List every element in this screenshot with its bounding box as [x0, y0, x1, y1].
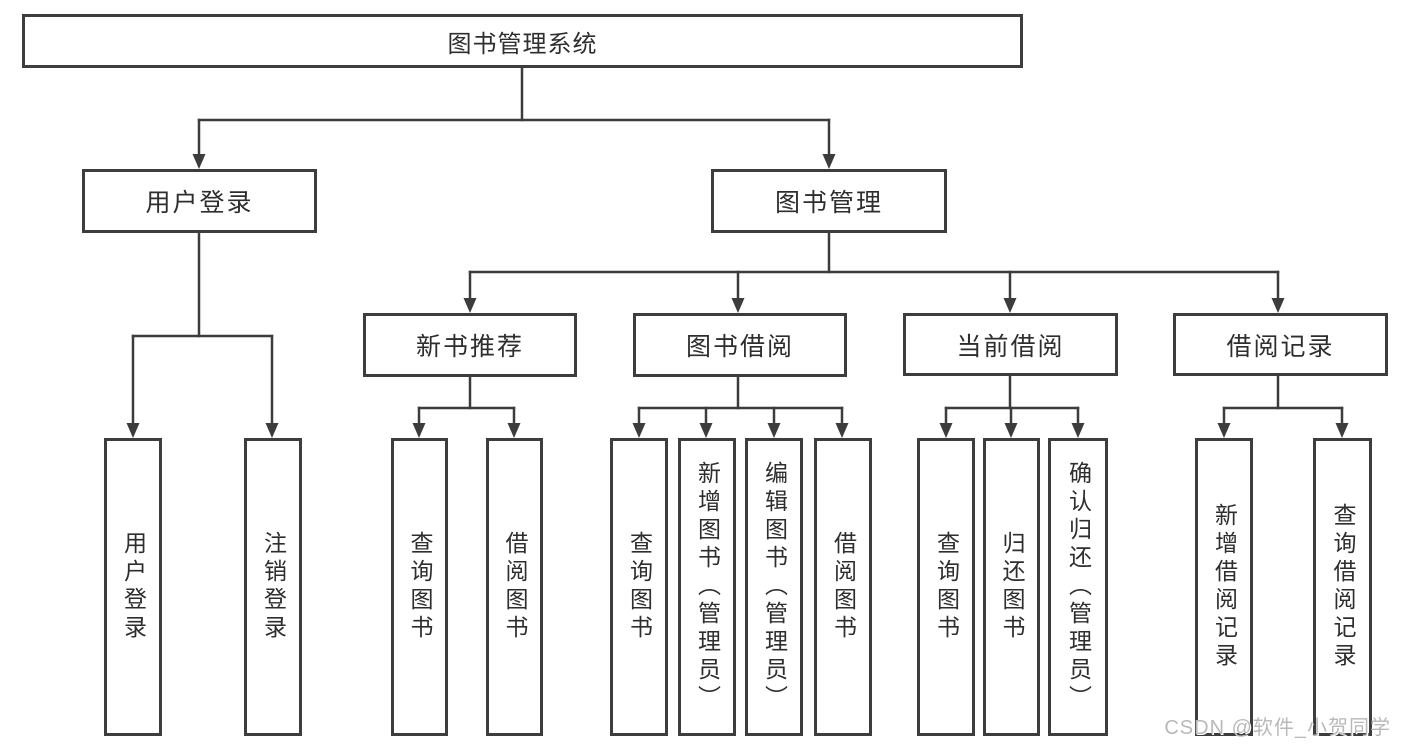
- leaf-return-books: 归还图书: [983, 438, 1040, 736]
- leaf-query-books: 查询图书: [610, 438, 668, 736]
- leaf-borrow-books: 借阅图书: [814, 438, 872, 736]
- node-book-borrowing: 图书借阅: [633, 313, 847, 377]
- arrow-head-icon: [265, 423, 279, 438]
- arrow-head-icon: [412, 423, 426, 438]
- leaf-query-books: 查询图书: [391, 438, 448, 736]
- leaf-edit-books-admin: 编辑图书（管理员）: [745, 438, 803, 736]
- leaf-add-borrow-record: 新增借阅记录: [1195, 438, 1253, 736]
- leaf-query-borrow-record: 查询借阅记录: [1313, 438, 1372, 736]
- node-user-login: 用户登录: [82, 169, 317, 233]
- leaf-query-books: 查询图书: [917, 438, 975, 736]
- arrow-head-icon: [192, 154, 206, 169]
- arrow-head-icon: [822, 154, 836, 169]
- leaf-add-books-admin: 新增图书（管理员）: [678, 438, 736, 736]
- arrow-head-icon: [731, 298, 745, 313]
- arrow-head-icon: [126, 423, 140, 438]
- leaf-borrow-books: 借阅图书: [486, 438, 543, 736]
- arrow-head-icon: [1217, 423, 1231, 438]
- node-new-book-recommendation: 新书推荐: [363, 313, 577, 377]
- arrow-head-icon: [835, 423, 849, 438]
- arrow-head-icon: [1071, 423, 1085, 438]
- leaf-user-login: 用户登录: [104, 438, 162, 736]
- arrow-head-icon: [767, 423, 781, 438]
- arrow-head-icon: [507, 423, 521, 438]
- csdn-watermark: CSDN @软件_小贺同学: [1164, 717, 1391, 739]
- leaf-confirm-return-admin: 确认归还（管理员）: [1048, 438, 1108, 736]
- arrow-head-icon: [1271, 298, 1285, 313]
- node-borrowing-records: 借阅记录: [1173, 313, 1388, 376]
- node-current-borrowing: 当前借阅: [903, 313, 1118, 376]
- node-library-management-system: 图书管理系统: [22, 14, 1023, 68]
- arrow-head-icon: [632, 423, 646, 438]
- leaf-logout: 注销登录: [244, 438, 302, 736]
- arrow-head-icon: [1335, 423, 1349, 438]
- arrow-head-icon: [463, 298, 477, 313]
- arrow-head-icon: [699, 423, 713, 438]
- arrow-head-icon: [939, 423, 953, 438]
- arrow-head-icon: [1003, 298, 1017, 313]
- arrow-head-icon: [1004, 423, 1018, 438]
- node-book-management: 图书管理: [711, 169, 947, 233]
